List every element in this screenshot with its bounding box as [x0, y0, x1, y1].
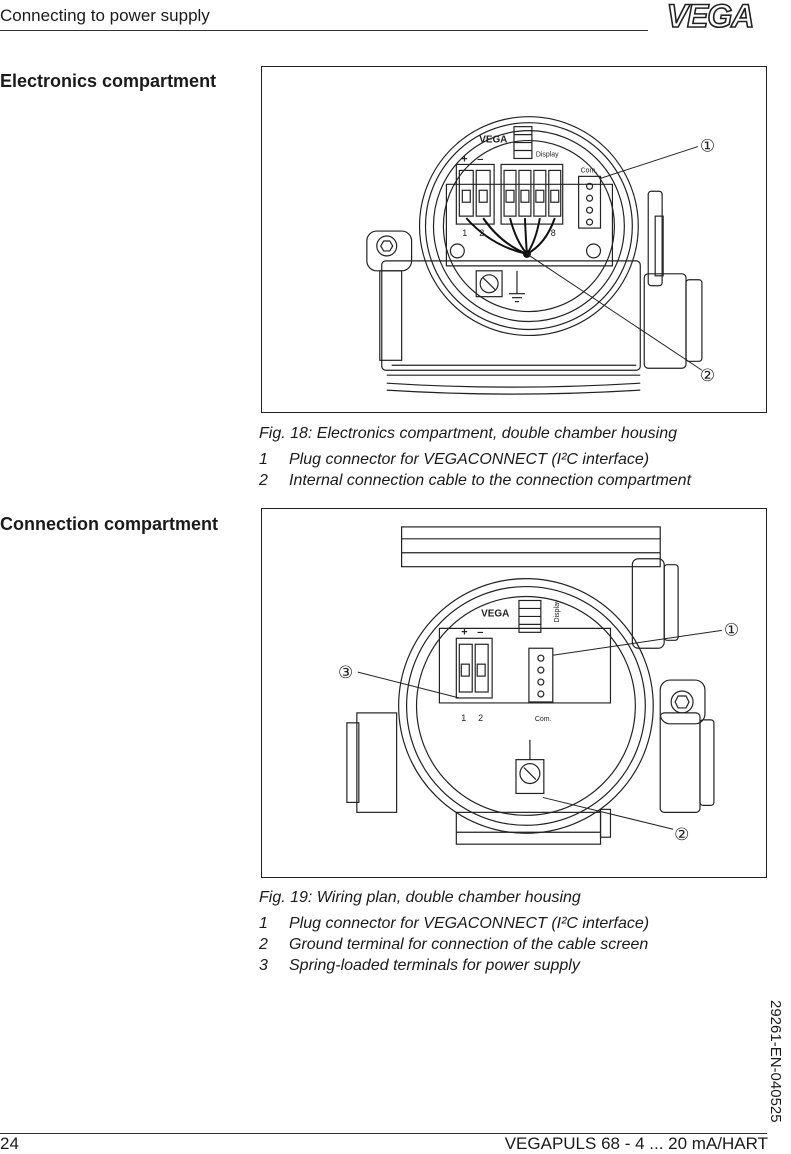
drawing-terminal-8: 8	[551, 228, 556, 238]
drawing-minus-sign: –	[477, 626, 483, 638]
drawing-terminal-2: 2	[478, 713, 483, 723]
legend-text: Plug connector for VEGACONNECT (I²C inte…	[289, 451, 650, 468]
legend-item: 1 Plug connector for VEGACONNECT (I²C in…	[259, 449, 691, 470]
legend-number: 2	[259, 472, 268, 489]
figure-18-legend: 1 Plug connector for VEGACONNECT (I²C in…	[259, 449, 691, 491]
vega-logo: VEGA	[653, 0, 767, 32]
figure-19-caption: Fig. 19: Wiring plan, double chamber hou…	[259, 889, 581, 906]
callout-1: ①	[700, 137, 715, 156]
legend-number: 3	[259, 957, 268, 974]
document-id-vertical: 29261-EN-040525	[765, 1000, 785, 1140]
drawing-brand-label: VEGA	[479, 135, 507, 146]
legend-item: 2 Internal connection cable to the conne…	[259, 470, 691, 491]
legend-number: 2	[259, 936, 268, 953]
drawing-brand-label: VEGA	[481, 608, 509, 619]
legend-number: 1	[259, 915, 268, 932]
legend-item: 1 Plug connector for VEGACONNECT (I²C in…	[259, 913, 649, 934]
footer-product-name: VEGAPULS 68 - 4 ... 20 mA/HART	[504, 1134, 768, 1153]
electronics-compartment-drawing: VEGA Display Com. + – 1 2 8 ① ②	[366, 116, 715, 395]
drawing-com-label: Com.	[535, 716, 552, 723]
callout-1: ①	[724, 620, 739, 639]
callout-2: ②	[674, 825, 689, 844]
legend-item: 3 Spring-loaded terminals for power supp…	[259, 955, 649, 976]
legend-text: Ground terminal for connection of the ca…	[289, 936, 649, 953]
figure-18-caption: Fig. 18: Electronics compartment, double…	[259, 425, 677, 442]
drawing-display-label: Display	[536, 151, 559, 158]
drawing-terminal-2: 2	[479, 228, 484, 238]
drawing-display-label: Display	[554, 599, 561, 622]
legend-text: Spring-loaded terminals for power supply	[289, 957, 580, 974]
drawing-minus-sign: –	[477, 153, 483, 165]
legend-item: 2 Ground terminal for connection of the …	[259, 934, 649, 955]
logo-text: VEGA	[667, 0, 754, 32]
legend-number: 1	[259, 451, 268, 468]
page-header-title: Connecting to power supply	[0, 6, 210, 25]
figure-19-legend: 1 Plug connector for VEGACONNECT (I²C in…	[259, 913, 649, 976]
legend-text: Plug connector for VEGACONNECT (I²C inte…	[289, 915, 650, 932]
drawing-terminal-1: 1	[462, 228, 467, 238]
footer-divider	[0, 1133, 767, 1134]
header-divider	[0, 30, 648, 31]
drawing-plus-sign: +	[461, 626, 467, 638]
figure-connection-compartment: VEGA Display Com. + – 1 2 ① ② ③	[261, 508, 767, 878]
drawing-terminal-1: 1	[461, 713, 466, 723]
section-heading-connection: Connection compartment	[0, 514, 219, 534]
drawing-plus-sign: +	[461, 153, 467, 165]
page-number: 24	[0, 1134, 19, 1153]
callout-3: ③	[338, 663, 353, 682]
drawing-com-label: Com.	[581, 167, 598, 174]
connection-compartment-drawing: VEGA Display Com. + – 1 2 ① ② ③	[338, 526, 739, 845]
document-id-text: 29261-EN-040525	[767, 1000, 784, 1123]
figure-electronics-compartment: VEGA Display Com. + – 1 2 8 ① ②	[261, 66, 767, 413]
section-heading-electronics: Electronics compartment	[0, 71, 217, 91]
callout-2: ②	[700, 366, 715, 385]
legend-text: Internal connection cable to the connect…	[289, 472, 692, 489]
